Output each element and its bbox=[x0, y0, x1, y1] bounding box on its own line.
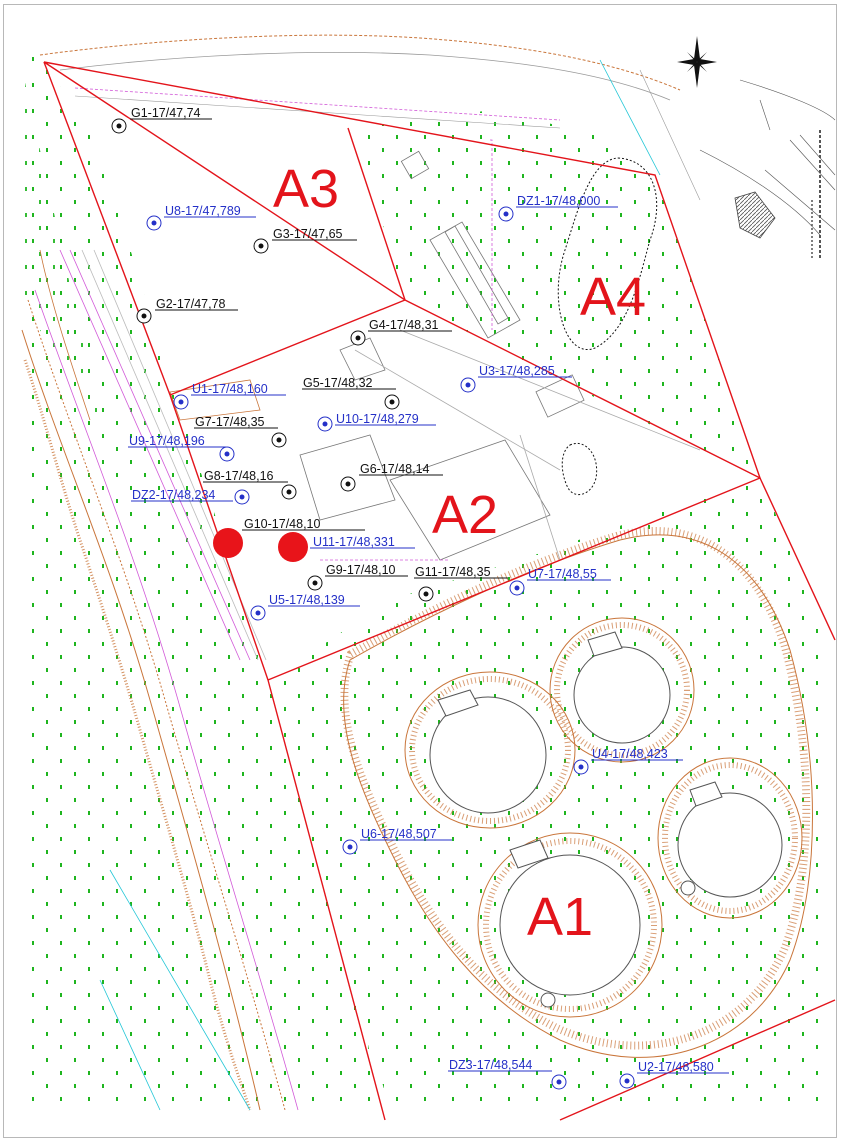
point-label-u11: U11-17/48,331 bbox=[313, 535, 395, 549]
zone-label-a4: A4 bbox=[580, 267, 646, 327]
survey-point-u3[interactable]: U3-17/48,285 bbox=[460, 364, 572, 393]
point-label-u2: U2-17/48,580 bbox=[638, 1060, 714, 1074]
point-label-u3: U3-17/48,285 bbox=[479, 364, 555, 378]
survey-point-u5[interactable]: U5-17/48,139 bbox=[250, 593, 360, 621]
compass-star-icon bbox=[677, 36, 717, 88]
survey-point-g5[interactable]: G5-17/48,32 bbox=[302, 376, 400, 410]
point-label-dz2: DZ2-17/48,234 bbox=[132, 488, 215, 502]
point-label-g9: G9-17/48,10 bbox=[326, 563, 396, 577]
point-label-u9: U9-17/48,196 bbox=[129, 434, 205, 448]
survey-point-u9[interactable]: U9-17/48,196 bbox=[128, 434, 235, 462]
point-label-g3: G3-17/47,65 bbox=[273, 227, 343, 241]
point-label-dz1: DZ1-17/48,000 bbox=[517, 194, 600, 208]
survey-point-g3[interactable]: G3-17/47,65 bbox=[253, 227, 357, 254]
zone-label-a3: A3 bbox=[273, 159, 339, 219]
survey-point-g1[interactable]: G1-17/47,74 bbox=[111, 106, 212, 134]
survey-points: G1-17/47,74 U8-17/47,789 G3-17/47,65 G2-… bbox=[111, 106, 729, 1090]
survey-point-u8[interactable]: U8-17/47,789 bbox=[146, 204, 256, 231]
point-label-g7: G7-17/48,35 bbox=[195, 415, 265, 429]
pond-dashed-boundary bbox=[561, 442, 598, 496]
point-label-dz3: DZ3-17/48,544 bbox=[449, 1058, 532, 1072]
point-label-g5: G5-17/48,32 bbox=[303, 376, 373, 390]
railway-building bbox=[734, 191, 776, 239]
survey-point-u6[interactable]: U6-17/48,507 bbox=[342, 827, 452, 855]
point-label-u10: U10-17/48,279 bbox=[336, 412, 419, 426]
survey-point-dz1[interactable]: DZ1-17/48,000 bbox=[498, 194, 618, 222]
survey-point-g7[interactable]: G7-17/48,35 bbox=[194, 415, 287, 448]
survey-point-g9[interactable]: G9-17/48,10 bbox=[307, 563, 408, 591]
zone-a4-dashed-boundary bbox=[557, 157, 658, 351]
point-label-g6: G6-17/48,14 bbox=[360, 462, 430, 476]
point-label-u1: U1-17/48,160 bbox=[192, 382, 268, 396]
point-label-g1: G1-17/47,74 bbox=[131, 106, 201, 120]
point-label-g2: G2-17/47,78 bbox=[156, 297, 226, 311]
survey-point-g2[interactable]: G2-17/47,78 bbox=[136, 297, 238, 324]
point-label-u8: U8-17/47,789 bbox=[165, 204, 241, 218]
survey-point-u10[interactable]: U10-17/48,279 bbox=[317, 412, 436, 432]
point-label-g8: G8-17/48,16 bbox=[204, 469, 274, 483]
zone-label-a1: A1 bbox=[527, 887, 593, 947]
vegetation-areas bbox=[20, 55, 830, 1110]
survey-point-g4[interactable]: G4-17/48,31 bbox=[350, 318, 452, 346]
survey-point-g11[interactable]: G11-17/48,35 bbox=[414, 565, 508, 602]
point-label-u5: U5-17/48,139 bbox=[269, 593, 345, 607]
point-label-u6: U6-17/48,507 bbox=[361, 827, 437, 841]
survey-point-g6[interactable]: G6-17/48,14 bbox=[340, 462, 443, 492]
survey-point-u4[interactable]: U4-17/48,423 bbox=[573, 747, 683, 775]
storage-tanks bbox=[429, 631, 783, 1008]
survey-point-dz2[interactable]: DZ2-17/48,234 bbox=[131, 488, 250, 505]
point-label-g10: G10-17/48,10 bbox=[244, 517, 320, 531]
railway-area bbox=[699, 79, 836, 260]
tank-embankments bbox=[340, 527, 813, 1058]
highlight-marker-left[interactable] bbox=[213, 528, 243, 558]
zone-label-a2: A2 bbox=[432, 485, 498, 545]
point-label-g4: G4-17/48,31 bbox=[369, 318, 439, 332]
survey-point-u1[interactable]: U1-17/48,160 bbox=[173, 382, 286, 410]
survey-point-g10[interactable]: G10-17/48,10 bbox=[242, 517, 365, 531]
zone-boundaries bbox=[43, 61, 836, 1121]
survey-point-dz3[interactable]: DZ3-17/48,544 bbox=[448, 1058, 567, 1090]
buildings bbox=[169, 139, 701, 561]
survey-point-u2[interactable]: U2-17/48,580 bbox=[619, 1060, 729, 1089]
point-label-u7: U7-17/48,55 bbox=[528, 567, 597, 581]
highlight-marker-right[interactable] bbox=[278, 532, 308, 562]
point-label-u4: U4-17/48,423 bbox=[592, 747, 668, 761]
survey-point-u11[interactable]: U11-17/48,331 bbox=[310, 535, 415, 549]
point-label-g11: G11-17/48,35 bbox=[415, 565, 491, 579]
survey-point-g8[interactable]: G8-17/48,16 bbox=[203, 469, 297, 500]
survey-point-u7[interactable]: U7-17/48,55 bbox=[509, 567, 611, 596]
left-road-corridor bbox=[21, 249, 299, 1111]
